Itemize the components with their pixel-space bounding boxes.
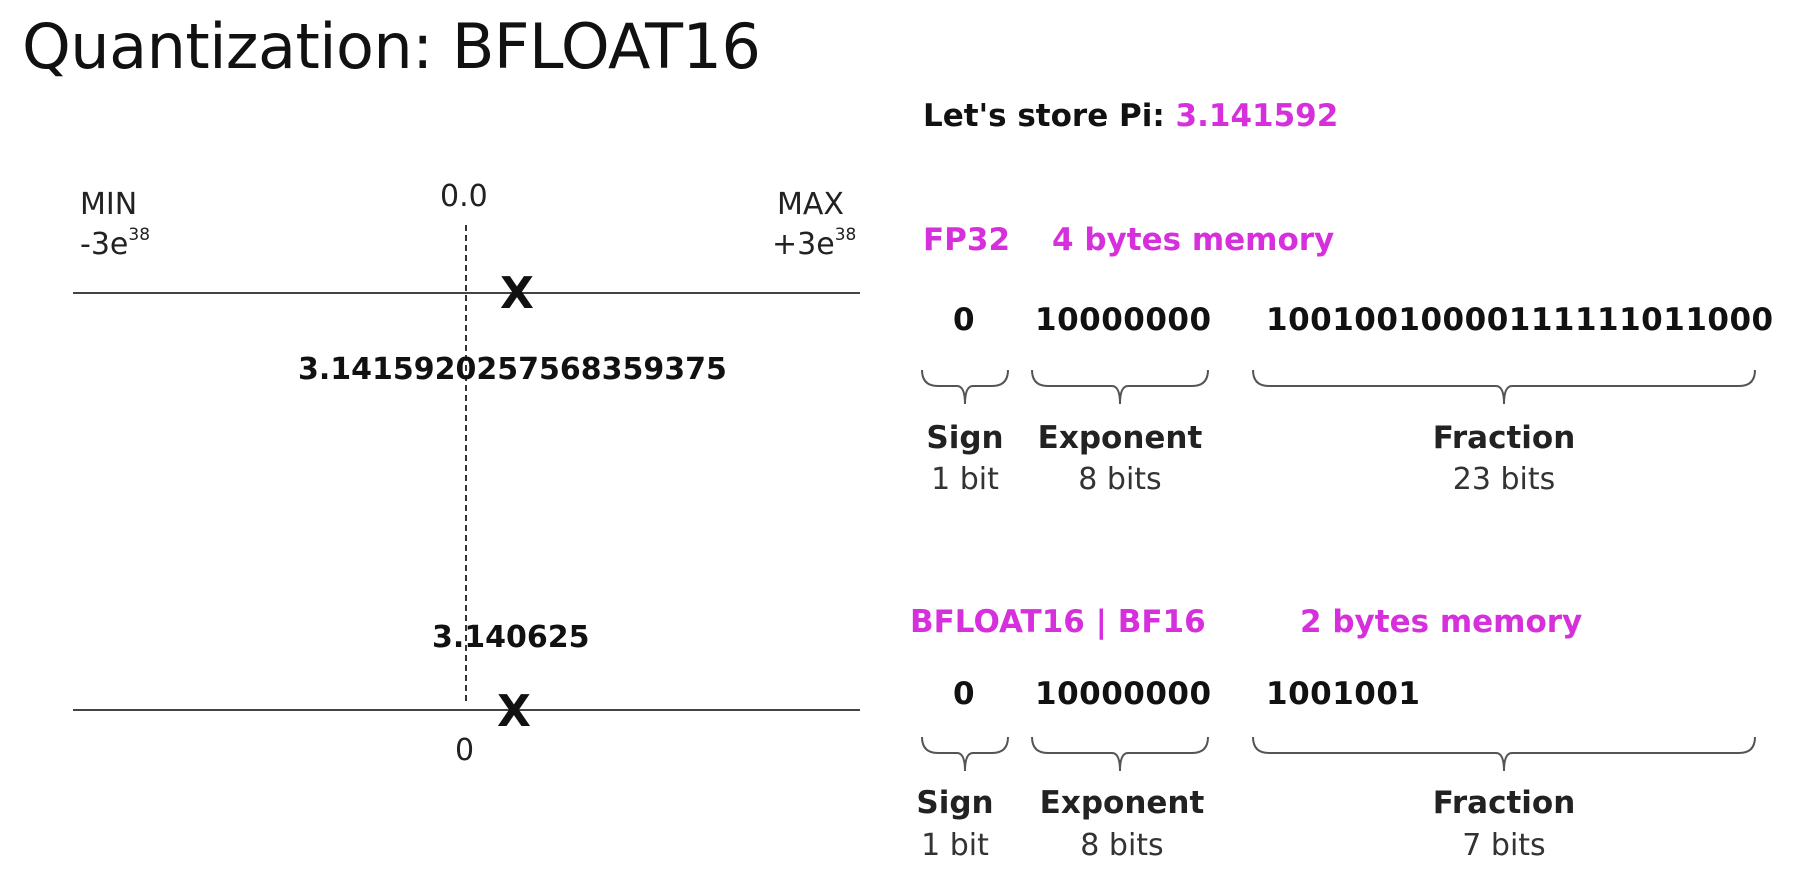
fp32-number-line [73, 292, 860, 294]
bf16-sign-brace [921, 736, 1009, 772]
bottom-zero-label: 0 [455, 733, 475, 768]
min-value: -3e38 [80, 225, 151, 262]
fp32-pi-marker: X [500, 268, 534, 319]
bf16-pi-value: 3.140625 [432, 620, 590, 655]
fp32-exponent-brace [1031, 369, 1209, 405]
bf16-fraction-size: 7 bits [1462, 828, 1546, 863]
max-value-exponent: 38 [834, 225, 857, 245]
bf16-sign-label: Sign [916, 785, 994, 821]
max-label: MAX [777, 187, 844, 222]
fp32-sign-size: 1 bit [931, 462, 999, 497]
bf16-name: BFLOAT16 | BF16 [910, 604, 1206, 640]
intro-prefix: Let's store Pi: [923, 98, 1176, 134]
fp32-fraction-size: 23 bits [1452, 462, 1556, 497]
fp32-fraction-bits: 10010010000111111011000 [1266, 302, 1774, 338]
min-value-exponent: 38 [128, 225, 151, 245]
page-title: Quantization: BFLOAT16 [22, 10, 761, 83]
min-label: MIN [80, 187, 138, 222]
pi-value: 3.141592 [1175, 98, 1339, 134]
bf16-sign-bits: 0 [953, 676, 976, 712]
fp32-pi-value: 3.1415920257568359375 [298, 352, 727, 387]
fp32-name: FP32 [923, 222, 1011, 258]
bf16-memory: 2 bytes memory [1300, 604, 1583, 640]
fp32-fraction-label: Fraction [1432, 420, 1576, 456]
max-value: +3e38 [772, 225, 857, 262]
intro-line: Let's store Pi: 3.141592 [923, 98, 1338, 134]
bf16-fraction-label: Fraction [1432, 785, 1576, 821]
bf16-number-line [73, 709, 860, 711]
bf16-exponent-bits: 10000000 [1035, 676, 1212, 712]
fp32-memory: 4 bytes memory [1052, 222, 1335, 258]
bf16-exponent-label: Exponent [1039, 785, 1205, 821]
zero-dashed-line [465, 225, 467, 701]
zero-label: 0.0 [440, 179, 488, 214]
bf16-sign-size: 1 bit [921, 828, 989, 863]
fp32-exponent-size: 8 bits [1078, 462, 1162, 497]
fp32-exponent-label: Exponent [1037, 420, 1203, 456]
bf16-fraction-brace [1252, 736, 1756, 772]
fp32-fraction-brace [1252, 369, 1756, 405]
bf16-pi-marker: X [497, 686, 531, 737]
fp32-sign-brace [921, 369, 1009, 405]
max-value-base: +3e [772, 227, 835, 262]
fp32-exponent-bits: 10000000 [1035, 302, 1212, 338]
fp32-sign-bits: 0 [953, 302, 976, 338]
fp32-sign-label: Sign [926, 420, 1004, 456]
min-value-base: -3e [80, 227, 129, 262]
bf16-fraction-bits: 1001001 [1266, 676, 1421, 712]
bf16-exponent-brace [1031, 736, 1209, 772]
bf16-exponent-size: 8 bits [1080, 828, 1164, 863]
